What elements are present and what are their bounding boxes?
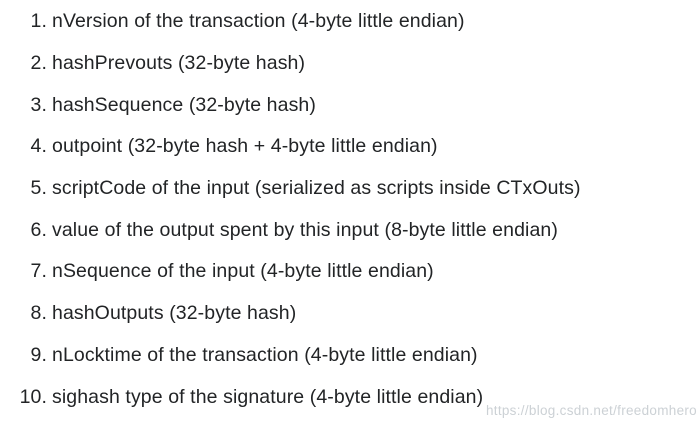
list-item: 10. sighash type of the signature (4-byt…: [0, 376, 700, 418]
list-item: 6. value of the output spent by this inp…: [0, 209, 700, 251]
sighash-field-list: 1. nVersion of the transaction (4-byte l…: [0, 1, 700, 418]
list-item-text: nVersion of the transaction (4-byte litt…: [52, 10, 465, 33]
list-item-number: 9.: [30, 343, 47, 366]
list-item: 3. hashSequence (32-byte hash): [0, 84, 700, 126]
list-item-number: 6.: [30, 218, 47, 241]
list-item-number: 10.: [19, 385, 47, 408]
list-item: 7. nSequence of the input (4-byte little…: [0, 251, 700, 293]
list-item-number: 8.: [30, 302, 47, 325]
list-item-text: sighash type of the signature (4-byte li…: [52, 385, 484, 408]
list-item-text: nLocktime of the transaction (4-byte lit…: [52, 343, 478, 366]
list-item: 9. nLocktime of the transaction (4-byte …: [0, 335, 700, 377]
list-item-number: 5.: [30, 177, 47, 200]
list-item-number: 1.: [30, 10, 47, 33]
list-item-number: 2.: [30, 52, 47, 75]
list-item: 5. scriptCode of the input (serialized a…: [0, 168, 700, 210]
list-item-text: outpoint (32-byte hash + 4-byte little e…: [52, 135, 438, 158]
list-item-text: scriptCode of the input (serialized as s…: [52, 177, 581, 200]
list-item-number: 4.: [30, 135, 47, 158]
list-item: 8. hashOutputs (32-byte hash): [0, 293, 700, 335]
list-item-text: nSequence of the input (4-byte little en…: [52, 260, 434, 283]
list-item-text: value of the output spent by this input …: [52, 218, 558, 241]
list-item: 4. outpoint (32-byte hash + 4-byte littl…: [0, 126, 700, 168]
list-item-text: hashPrevouts (32-byte hash): [52, 52, 306, 75]
list-item-number: 3.: [30, 93, 47, 116]
list-item-text: hashSequence (32-byte hash): [52, 93, 316, 116]
list-item-number: 7.: [30, 260, 47, 283]
list-item: 2. hashPrevouts (32-byte hash): [0, 43, 700, 85]
list-item: 1. nVersion of the transaction (4-byte l…: [0, 1, 700, 43]
list-item-text: hashOutputs (32-byte hash): [52, 302, 297, 325]
